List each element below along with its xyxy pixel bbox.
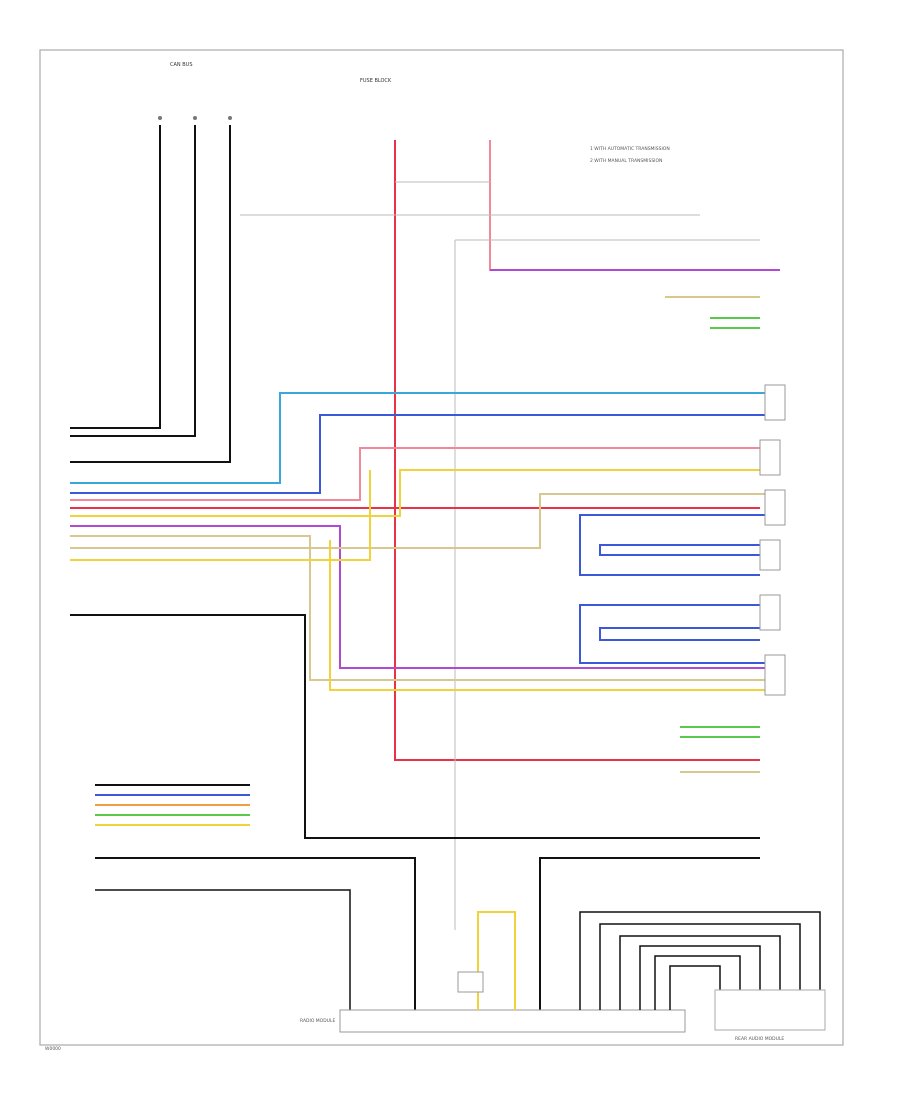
rear-module-wire bbox=[539, 857, 760, 1010]
bottom-left-harness bbox=[95, 784, 250, 826]
ground-wire-black bbox=[70, 614, 760, 839]
antenna-box bbox=[457, 971, 484, 993]
antenna-wire bbox=[95, 857, 416, 1010]
note-1: 1 WITH AUTOMATIC TRANSMISSION bbox=[590, 146, 670, 152]
top-left-pins bbox=[158, 116, 232, 120]
blue-speaker-loops bbox=[579, 514, 765, 664]
radio-module-label: RADIO MODULE bbox=[300, 1018, 335, 1024]
page-code: W0000 bbox=[45, 1046, 61, 1052]
antenna-wire-2 bbox=[95, 889, 351, 1010]
rear-module-nested-wires bbox=[579, 911, 821, 1010]
note-2: 2 WITH MANUAL TRANSMISSION bbox=[590, 158, 662, 164]
gray-signal-lines bbox=[240, 181, 760, 930]
speaker-connectors bbox=[759, 384, 786, 696]
rear-audio-module-label: REAR AUDIO MODULE bbox=[735, 1036, 784, 1042]
can-bus-label: CAN BUS bbox=[170, 62, 193, 68]
rear-audio-module bbox=[714, 989, 826, 1031]
speaker-harness bbox=[70, 392, 765, 691]
diagram-frame bbox=[39, 49, 844, 1046]
tan-antenna-loop bbox=[477, 911, 516, 1010]
fuse-block-label: FUSE BLOCK bbox=[360, 78, 392, 84]
power-wire-red bbox=[394, 140, 760, 761]
top-left-connector-group bbox=[70, 125, 231, 463]
radio-module bbox=[339, 1009, 686, 1033]
